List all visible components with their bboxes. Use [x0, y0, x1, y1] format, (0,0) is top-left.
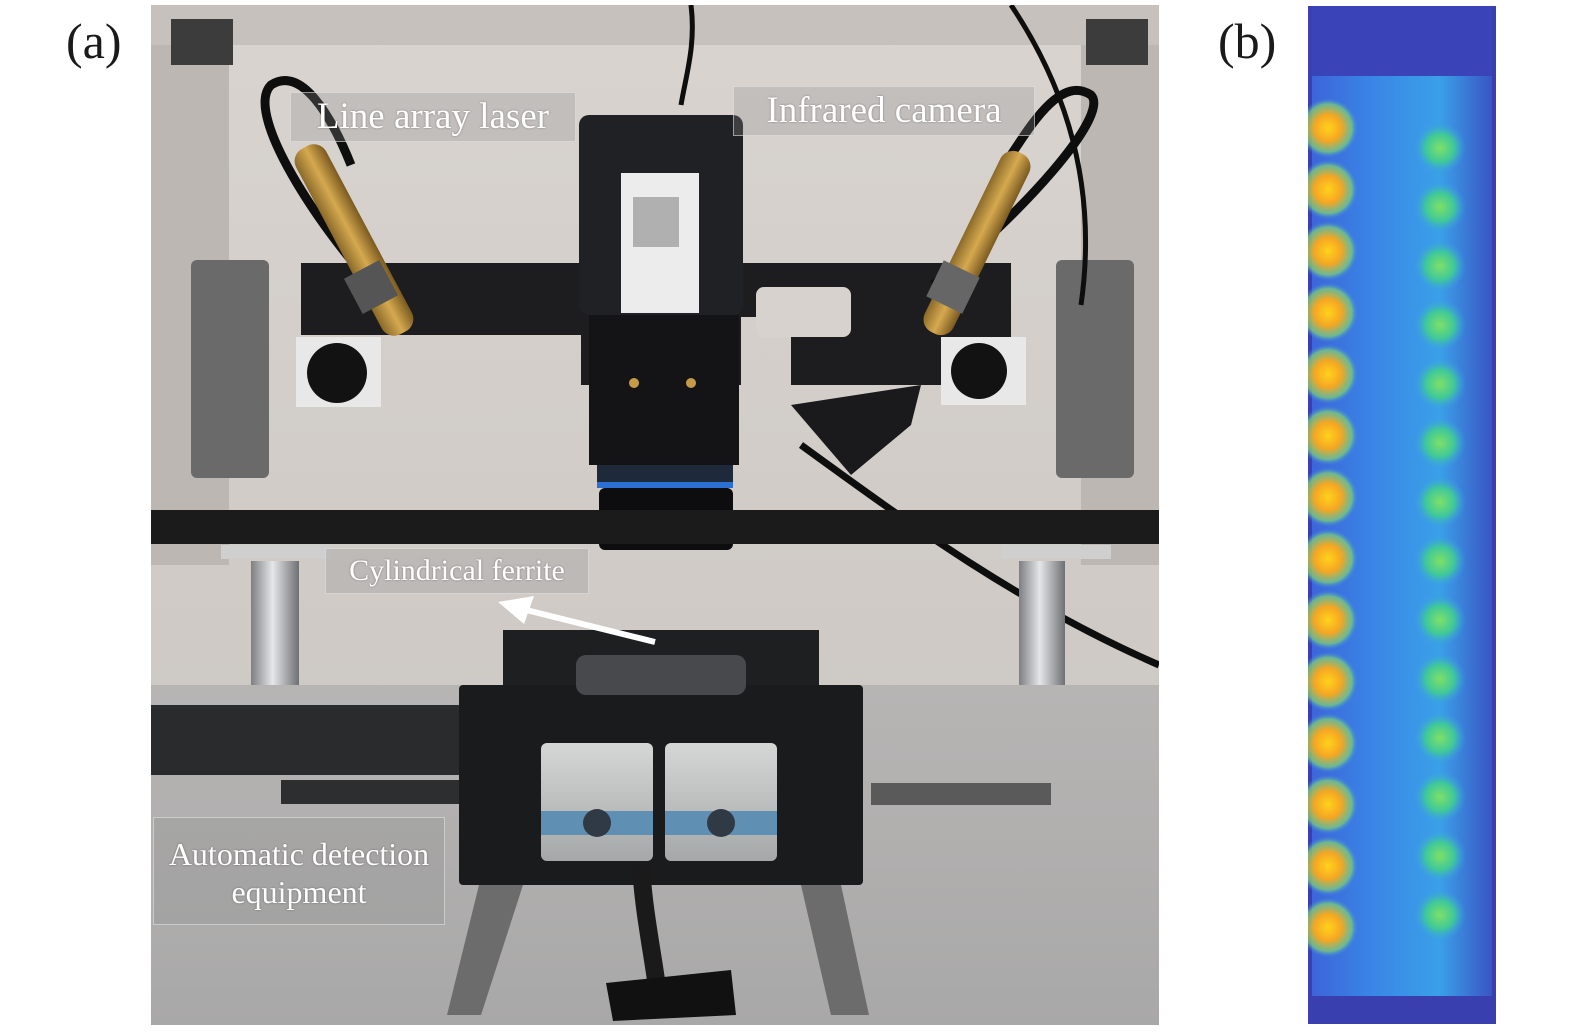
hot-spot [1308, 713, 1358, 773]
hot-spot [1308, 651, 1358, 712]
cylindrical-ferrite-label: Cylindrical ferrite [325, 548, 589, 594]
panel-label-b: (b) [1218, 13, 1277, 69]
hot-spot [1308, 344, 1358, 404]
hot-spot-column [1308, 98, 1358, 958]
warm-spot [1414, 771, 1466, 823]
hot-spot [1308, 159, 1358, 220]
warm-spot [1414, 653, 1466, 705]
warm-spot [1414, 594, 1466, 646]
warm-spot [1414, 889, 1466, 941]
warm-spot [1414, 476, 1466, 528]
ferrite-arrow [498, 596, 656, 645]
infrared-camera-label: Infrared camera [733, 86, 1035, 136]
warm-spot [1414, 181, 1466, 233]
automatic-detection-line-2: equipment [231, 873, 367, 910]
line-array-laser-label: Line array laser [290, 92, 576, 142]
warm-spot [1414, 535, 1466, 587]
hot-spot [1308, 590, 1358, 650]
hot-spot [1308, 774, 1358, 835]
hot-spot [1308, 405, 1358, 466]
hot-spot [1308, 897, 1358, 958]
hot-spot [1308, 467, 1358, 527]
warm-spot [1414, 299, 1466, 351]
panel-label-a: (a) [66, 13, 122, 69]
hot-spot [1308, 98, 1358, 158]
hot-spot [1308, 836, 1358, 896]
warm-spot [1414, 122, 1466, 174]
warm-spot [1414, 240, 1466, 292]
automatic-detection-line-1: Automatic detection [168, 836, 430, 872]
hot-spot [1308, 221, 1358, 281]
warm-spot [1414, 830, 1466, 882]
hot-spot [1308, 282, 1358, 343]
automatic-detection-equipment-label: Automatic detection equipment [153, 817, 445, 925]
hot-spot [1308, 528, 1358, 589]
equipment-photo [151, 5, 1159, 1025]
warm-spot-column [1414, 122, 1466, 941]
warm-spot [1414, 417, 1466, 469]
warm-spot [1414, 358, 1466, 410]
warm-spot [1414, 712, 1466, 764]
thermal-image [1308, 6, 1496, 1024]
